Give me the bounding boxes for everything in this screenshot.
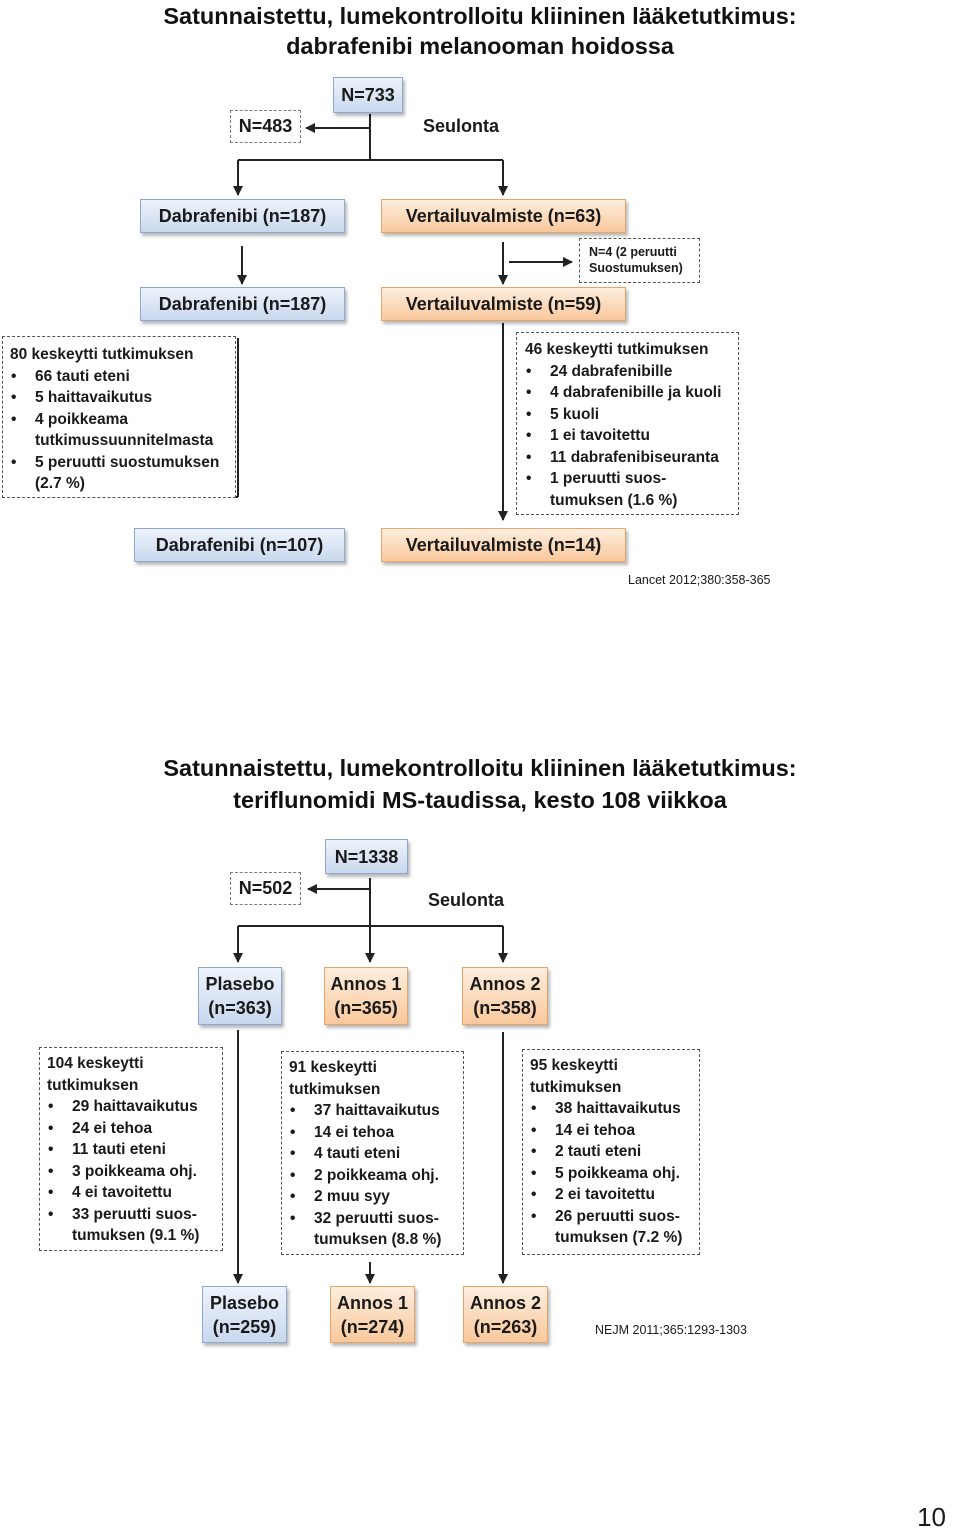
diagram2-screened-count: N=1338 xyxy=(334,846,399,867)
list-item: 3 poikkeama ohj. xyxy=(47,1161,215,1183)
diagram1-arm2-treated-label: Vertailuvalmiste (n=59) xyxy=(405,294,602,314)
list-item: 4 ei tavoitettu xyxy=(47,1182,215,1204)
diagram2-arm2-dropout-list: 37 haittavaikutus 14 ei tehoa 4 tauti et… xyxy=(289,1100,456,1251)
diagram2-arm3-randomized-line2: (n=358) xyxy=(473,998,537,1018)
diagram1-title-line2: dabrafenibi melanooman hoidossa xyxy=(286,33,674,59)
diagram1-excluded-box: N=483 xyxy=(230,110,301,143)
diagram2-arm2-randomized-line1: Annos 1 xyxy=(330,974,402,994)
list-item: 2 tauti eteni xyxy=(530,1141,692,1163)
diagram2-arm3-dropout-heading: 95 keskeytti tutkimuksen xyxy=(530,1057,622,1096)
list-item: 66 tauti eteni xyxy=(10,366,228,388)
diagram2-arm2-final-line1: Annos 1 xyxy=(336,1292,408,1313)
list-item: 2 ei tavoitettu xyxy=(530,1184,692,1206)
diagram1-reference: Lancet 2012;380:358-365 xyxy=(628,573,771,587)
diagram1-arm1-final-label: Dabrafenibi (n=107) xyxy=(155,535,324,555)
diagram1-arm1-final-box: Dabrafenibi (n=107) xyxy=(134,528,345,562)
diagram2-arm1-randomized-line1: Plasebo xyxy=(205,974,275,994)
diagram1-arm2-treated-box: Vertailuvalmiste (n=59) xyxy=(381,287,626,321)
diagram2-arm3-dropout-list: 38 haittavaikutus 14 ei tehoa 2 tauti et… xyxy=(530,1098,692,1249)
list-item: 14 ei tehoa xyxy=(289,1122,456,1144)
diagram2-arm3-randomized-box: Annos 2 (n=358) xyxy=(462,967,548,1025)
diagram2-arm2-final-box: Annos 1 (n=274) xyxy=(330,1286,415,1343)
diagram1-arm1-treated-label: Dabrafenibi (n=187) xyxy=(158,294,327,314)
list-item: 38 haittavaikutus xyxy=(530,1098,692,1120)
diagram2-excluded-box: N=502 xyxy=(230,872,301,905)
list-item: 4 poikkeama tutkimussuunnitelmasta xyxy=(10,409,228,452)
diagram2-arm3-randomized-line1: Annos 2 xyxy=(469,974,541,994)
diagram1-arm2-randomized-box: Vertailuvalmiste (n=63) xyxy=(381,199,626,233)
list-item: 37 haittavaikutus xyxy=(289,1100,456,1122)
list-item: 11 tauti eteni xyxy=(47,1139,215,1161)
list-item: 26 peruutti suos-tumuksen (7.2 %) xyxy=(530,1206,692,1249)
diagram1-arm1-dropout-box: 80 keskeytti tutkimuksen 66 tauti eteni … xyxy=(2,336,236,498)
diagram1-arm2-randomized-label: Vertailuvalmiste (n=63) xyxy=(405,206,602,226)
diagram1-arm1-dropout-list: 66 tauti eteni 5 haittavaikutus 4 poikke… xyxy=(10,366,228,495)
list-item: 5 haittavaikutus xyxy=(10,387,228,409)
diagram2-reference: NEJM 2011;365:1293-1303 xyxy=(595,1323,747,1337)
list-item: 1 peruutti suos-tumuksen (1.6 %) xyxy=(525,468,730,511)
list-item: 14 ei tehoa xyxy=(530,1120,692,1142)
diagram1-arm2-final-label: Vertailuvalmiste (n=14) xyxy=(405,535,602,555)
diagram2-arm2-randomized-box: Annos 1 (n=365) xyxy=(324,967,408,1025)
diagram2-arm1-randomized-box: Plasebo (n=363) xyxy=(198,967,282,1025)
diagram2-arm1-dropout-list: 29 haittavaikutus 24 ei tehoa 11 tauti e… xyxy=(47,1096,215,1247)
diagram2-arm1-final-box: Plasebo (n=259) xyxy=(202,1286,287,1343)
list-item: 11 dabrafenibiseuranta xyxy=(525,447,730,469)
diagram1-excluded-count: N=483 xyxy=(238,116,293,136)
diagram1-screening-label: Seulonta xyxy=(423,116,500,136)
list-item: 5 peruutti suostumuksen (2.7 %) xyxy=(10,452,228,495)
diagram1-arm2-dropout-box: 46 keskeytti tutkimuksen 24 dabrafenibil… xyxy=(516,332,739,515)
diagram1-arm1-treated-box: Dabrafenibi (n=187) xyxy=(140,287,345,321)
diagram1-arm2-withdrew-box: N=4 (2 peruutti Suostumuksen) xyxy=(579,238,700,283)
diagram1-arm1-randomized-box: Dabrafenibi (n=187) xyxy=(140,199,345,233)
diagram2-arm1-final-line2: (n=259) xyxy=(212,1316,277,1337)
list-item: 4 tauti eteni xyxy=(289,1143,456,1165)
list-item: 33 peruutti suos-tumuksen (9.1 %) xyxy=(47,1204,215,1247)
diagram1-arm1-dropout-heading: 80 keskeytti tutkimuksen xyxy=(10,346,194,363)
diagram2-title-line2: teriflunomidi MS-taudissa, kesto 108 vii… xyxy=(233,787,727,813)
diagram2-arm3-final-line2: (n=263) xyxy=(473,1316,538,1337)
list-item: 24 dabrafenibille xyxy=(525,361,730,383)
diagram1-arm2-withdrew-line1: N=4 (2 peruutti xyxy=(589,245,677,259)
list-item: 1 ei tavoitettu xyxy=(525,425,730,447)
diagram2-arm3-dropout-box: 95 keskeytti tutkimuksen 38 haittavaikut… xyxy=(522,1049,700,1255)
list-item: 5 poikkeama ohj. xyxy=(530,1163,692,1185)
diagram1-arm2-dropout-heading: 46 keskeytti tutkimuksen xyxy=(525,341,709,358)
diagram2-screened-box: N=1338 xyxy=(325,839,408,874)
diagram2-arm1-final-line1: Plasebo xyxy=(209,1292,280,1313)
diagram1-arm1-randomized-label: Dabrafenibi (n=187) xyxy=(158,206,327,226)
list-item: 2 poikkeama ohj. xyxy=(289,1165,456,1187)
diagram1-arm2-final-box: Vertailuvalmiste (n=14) xyxy=(381,528,626,562)
list-item: 2 muu syy xyxy=(289,1186,456,1208)
list-item: 4 dabrafenibille ja kuoli xyxy=(525,382,730,404)
diagram2-screening-label: Seulonta xyxy=(428,890,505,910)
diagram2-arm3-final-line1: Annos 2 xyxy=(469,1292,541,1313)
diagram1-arm2-withdrew-line2: Suostumuksen) xyxy=(589,261,683,275)
page-number: 10 xyxy=(917,1502,946,1532)
diagram2-arm1-randomized-line2: (n=363) xyxy=(208,998,272,1018)
diagram2-arm2-dropout-heading: 91 keskeytti tutkimuksen xyxy=(289,1059,381,1098)
diagram1-arm2-dropout-list: 24 dabrafenibille 4 dabrafenibille ja ku… xyxy=(525,361,730,512)
diagram2-arm2-randomized-line2: (n=365) xyxy=(334,998,398,1018)
diagram2-arm2-final-line2: (n=274) xyxy=(340,1316,405,1337)
diagram2-arm3-final-box: Annos 2 (n=263) xyxy=(463,1286,548,1343)
diagram1-title-line1: Satunnaistettu, lumekontrolloitu kliinin… xyxy=(163,3,797,29)
list-item: 5 kuoli xyxy=(525,404,730,426)
list-item: 29 haittavaikutus xyxy=(47,1096,215,1118)
diagram2-title-line1: Satunnaistettu, lumekontrolloitu kliinin… xyxy=(163,755,797,781)
diagram1-screened-box: N=733 xyxy=(333,77,403,113)
diagram2-arm2-dropout-box: 91 keskeytti tutkimuksen 37 haittavaikut… xyxy=(281,1051,464,1255)
list-item: 32 peruutti suos-tumuksen (8.8 %) xyxy=(289,1208,456,1251)
list-item: 24 ei tehoa xyxy=(47,1118,215,1140)
diagram2-arm1-dropout-box: 104 keskeytti tutkimuksen 29 haittavaiku… xyxy=(39,1047,223,1251)
diagram2-arm1-dropout-heading: 104 keskeytti tutkimuksen xyxy=(47,1055,144,1094)
diagram1-screened-count: N=733 xyxy=(341,85,395,105)
diagram2-excluded-count: N=502 xyxy=(238,878,293,898)
